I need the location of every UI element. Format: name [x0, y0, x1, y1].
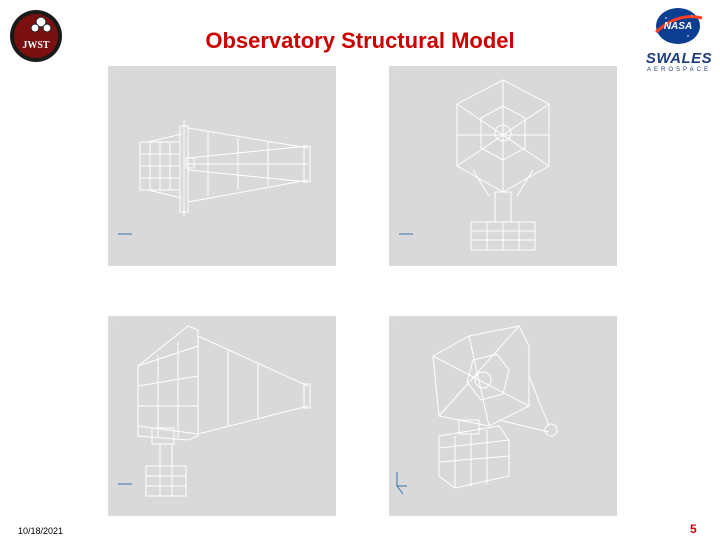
model-view-side: · · — [108, 66, 336, 266]
wireframe-isometric-view-icon: · · — [392, 321, 558, 495]
swales-logo-icon: SWALES AEROSPACE — [640, 50, 718, 76]
model-view-elevation: · · — [108, 316, 336, 516]
model-view-front: · · — [389, 66, 617, 266]
slide-title: Observatory Structural Model — [205, 28, 515, 53]
svg-text:· ·: · · — [111, 321, 116, 327]
jwst-logo-icon: JWST — [10, 10, 62, 62]
svg-text:· ·: · · — [392, 71, 397, 77]
model-view-isometric: · · — [389, 316, 617, 516]
swales-logo-name: SWALES — [645, 50, 713, 67]
svg-text:· ·: · · — [111, 71, 116, 77]
nasa-meatball-icon: NASA — [654, 8, 703, 44]
nasa-logo-text: NASA — [664, 21, 692, 32]
wireframe-front-view-icon: · · — [392, 71, 550, 251]
svg-text:· ·: · · — [392, 321, 397, 327]
jwst-logo-text: JWST — [22, 40, 50, 51]
page-number: 5 — [690, 522, 697, 536]
wireframe-side-view-icon: · · — [111, 71, 311, 235]
slide-date: 10/18/2021 — [18, 526, 64, 536]
wireframe-elevation-view-icon: · · — [111, 321, 311, 497]
swales-logo-subtitle: AEROSPACE — [647, 67, 711, 73]
